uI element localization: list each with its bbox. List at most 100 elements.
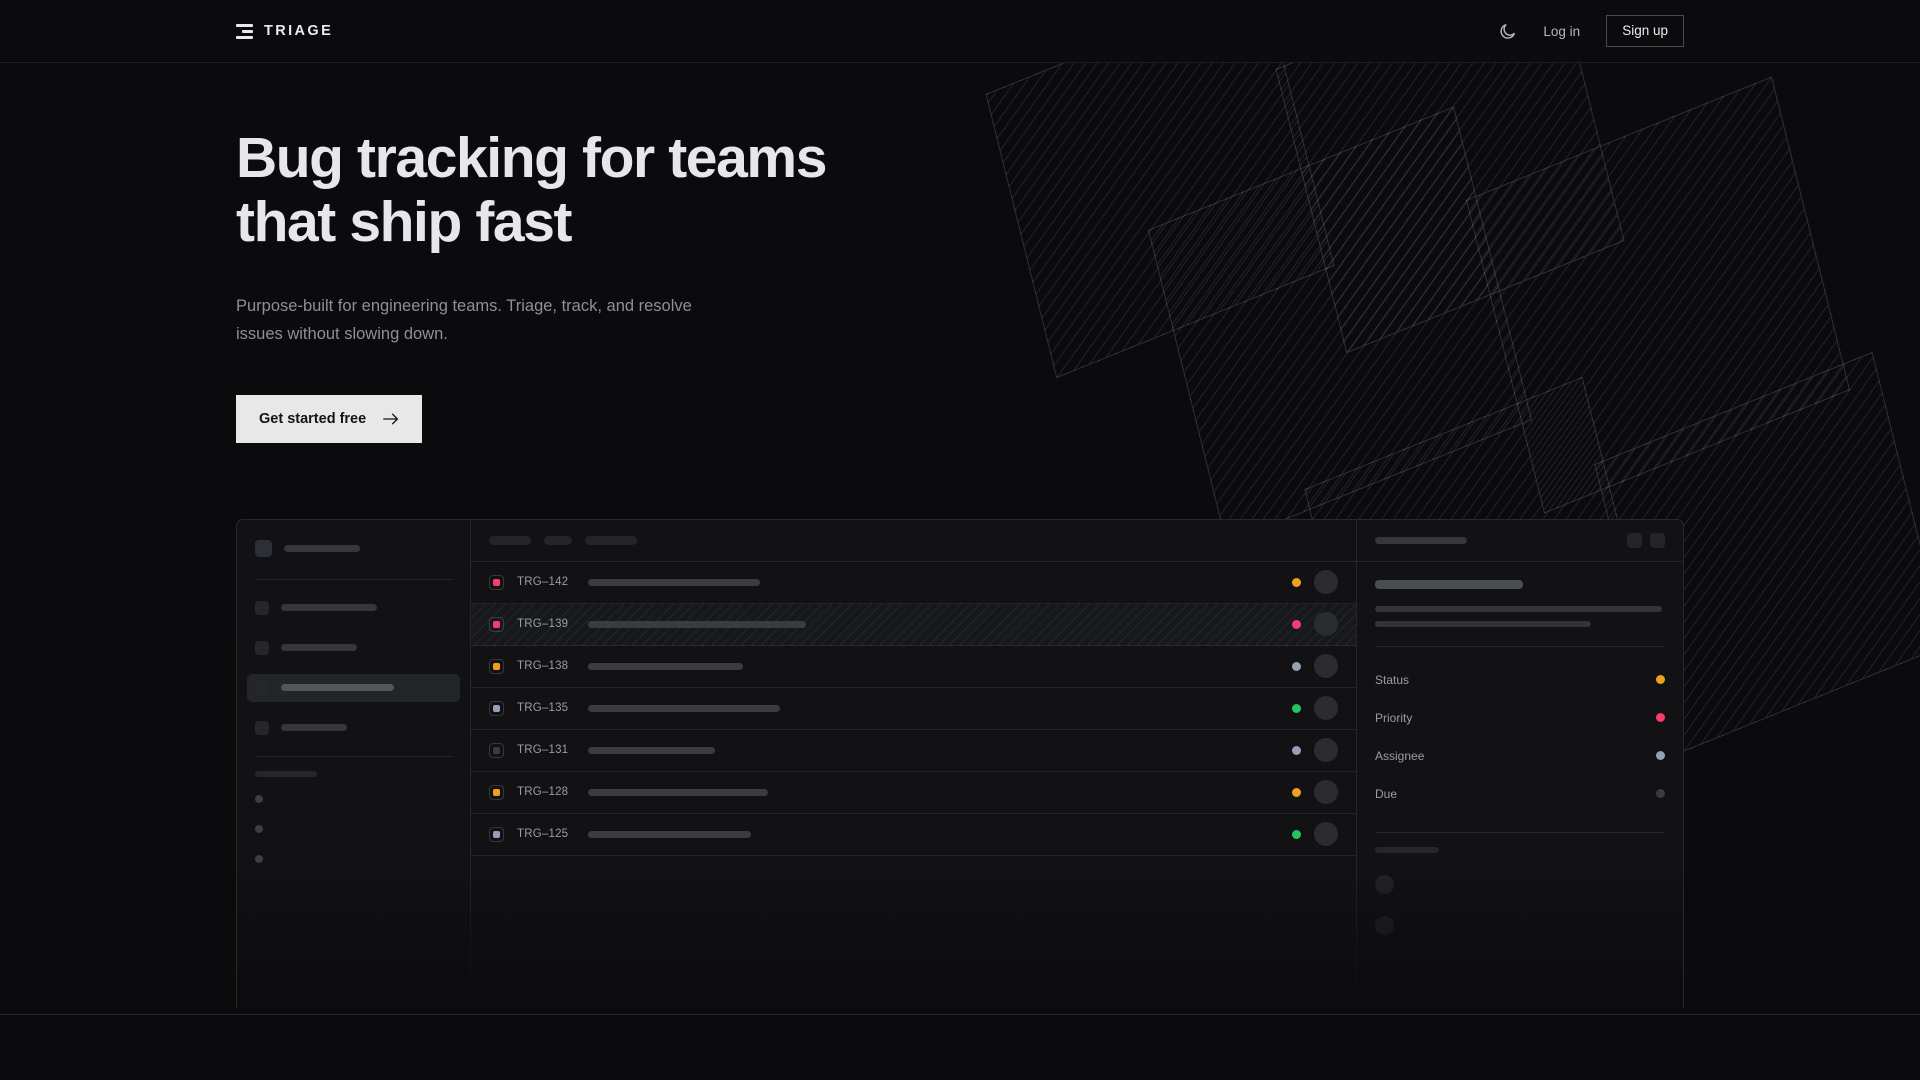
status-dot-icon bbox=[1292, 577, 1301, 587]
table-row[interactable]: TRG–139 bbox=[471, 603, 1356, 646]
avatar bbox=[1375, 874, 1394, 894]
status-dot-icon bbox=[1292, 745, 1301, 755]
get-started-button[interactable]: Get started free bbox=[236, 394, 423, 443]
detail-header-actions bbox=[1627, 532, 1665, 548]
section-divider bbox=[0, 1014, 1920, 1015]
table-row[interactable]: TRG–125 bbox=[471, 814, 1356, 856]
mock-sidebar-nav bbox=[247, 594, 460, 742]
hero-title-line-2: that ship fast bbox=[236, 190, 572, 255]
table-row[interactable]: TRG–135 bbox=[471, 688, 1356, 730]
issue-id: TRG–142 bbox=[517, 576, 569, 589]
avatar[interactable] bbox=[1314, 654, 1338, 679]
detail-meta-status[interactable]: Status bbox=[1375, 661, 1665, 699]
signup-button[interactable]: Sign up bbox=[1606, 15, 1684, 47]
sidebar-item-nav-item-4[interactable] bbox=[247, 714, 460, 742]
mock-workspace-switcher[interactable] bbox=[255, 539, 452, 557]
avatar[interactable] bbox=[1314, 822, 1338, 847]
avatar[interactable] bbox=[1314, 738, 1338, 763]
issue-row-meta bbox=[1292, 654, 1338, 679]
toolbar-filter-chip[interactable] bbox=[489, 535, 531, 545]
hero-section: Bug tracking for teams that ship fast Pu… bbox=[0, 126, 1920, 443]
page-title: Bug tracking for teams that ship fast bbox=[236, 126, 956, 255]
toolbar-filter-chip[interactable] bbox=[585, 535, 637, 545]
detail-meta-due[interactable]: Due bbox=[1375, 775, 1665, 813]
detail-meta-label: Due bbox=[1375, 786, 1398, 801]
project-item[interactable] bbox=[255, 824, 452, 833]
issue-title-skeleton bbox=[588, 830, 751, 838]
detail-activity-label-skeleton bbox=[1375, 846, 1439, 853]
avatar[interactable] bbox=[1314, 696, 1338, 721]
sidebar-section-label-skeleton bbox=[255, 770, 317, 777]
detail-issue-title-skeleton bbox=[1375, 579, 1523, 589]
sidebar-item-label-skeleton bbox=[281, 604, 377, 612]
detail-action-1-button[interactable] bbox=[1627, 532, 1642, 548]
issue-title-skeleton bbox=[588, 662, 743, 670]
detail-meta-value-dot-icon bbox=[1656, 789, 1665, 799]
mock-sidebar bbox=[237, 519, 471, 1008]
issue-row-meta bbox=[1292, 822, 1338, 847]
table-row[interactable]: TRG–138 bbox=[471, 646, 1356, 688]
avatar[interactable] bbox=[1314, 780, 1338, 805]
detail-description-skeleton bbox=[1375, 605, 1665, 627]
detail-meta-value-dot-icon bbox=[1656, 751, 1665, 761]
issue-row-meta bbox=[1292, 696, 1338, 721]
workspace-avatar-icon bbox=[255, 539, 272, 557]
project-dot-icon bbox=[255, 854, 263, 863]
issue-id: TRG–138 bbox=[517, 660, 569, 673]
sidebar-item-nav-item-1[interactable] bbox=[247, 594, 460, 622]
table-row[interactable]: TRG–131 bbox=[471, 730, 1356, 772]
detail-meta-priority[interactable]: Priority bbox=[1375, 699, 1665, 737]
issue-row-meta bbox=[1292, 570, 1338, 595]
issue-title-skeleton bbox=[588, 578, 760, 586]
detail-meta-label: Assignee bbox=[1375, 748, 1425, 763]
issue-title-skeleton bbox=[588, 746, 715, 754]
priority-badge-icon bbox=[489, 700, 504, 716]
issue-title-skeleton bbox=[588, 788, 768, 796]
status-dot-icon bbox=[1292, 703, 1301, 713]
issue-id: TRG–128 bbox=[517, 786, 569, 799]
sidebar-item-nav-item-2[interactable] bbox=[247, 634, 460, 662]
avatar[interactable] bbox=[1314, 570, 1338, 595]
issue-row-meta bbox=[1292, 612, 1338, 637]
sidebar-item-label-skeleton bbox=[281, 684, 394, 692]
status-dot-icon bbox=[1292, 787, 1301, 797]
detail-meta-value-dot-icon bbox=[1656, 675, 1665, 685]
detail-meta-assignee[interactable]: Assignee bbox=[1375, 737, 1665, 775]
detail-divider bbox=[1375, 831, 1665, 833]
sidebar-item-nav-item-3[interactable] bbox=[247, 673, 460, 702]
issue-row-meta bbox=[1292, 780, 1338, 805]
brand-logo[interactable]: TRIAGE bbox=[236, 23, 333, 39]
priority-badge-icon bbox=[489, 658, 504, 674]
sidebar-item-icon bbox=[255, 600, 269, 615]
moon-icon[interactable] bbox=[1498, 22, 1517, 41]
status-dot-icon bbox=[1292, 829, 1301, 839]
priority-badge-icon bbox=[489, 784, 504, 800]
project-item[interactable] bbox=[255, 854, 452, 863]
login-link[interactable]: Log in bbox=[1543, 23, 1581, 39]
priority-badge-icon bbox=[489, 616, 504, 632]
detail-divider bbox=[1375, 645, 1665, 647]
sidebar-item-icon bbox=[255, 720, 269, 735]
navbar-actions: Log in Sign up bbox=[1498, 15, 1684, 47]
list-item bbox=[1375, 874, 1665, 894]
detail-comment-list bbox=[1375, 874, 1665, 935]
brand-name: TRIAGE bbox=[264, 23, 334, 39]
detail-action-2-button[interactable] bbox=[1650, 532, 1665, 548]
table-row[interactable]: TRG–128 bbox=[471, 772, 1356, 814]
issue-id: TRG–125 bbox=[517, 828, 569, 841]
avatar[interactable] bbox=[1314, 612, 1338, 637]
issue-title-skeleton bbox=[588, 704, 780, 712]
top-navbar: TRIAGE Log in Sign up bbox=[0, 0, 1920, 63]
toolbar-filter-chip[interactable] bbox=[544, 535, 572, 545]
hero-subtitle: Purpose-built for engineering teams. Tri… bbox=[236, 296, 692, 344]
table-row[interactable]: TRG–142 bbox=[471, 562, 1356, 604]
detail-meta-value-dot-icon bbox=[1656, 713, 1665, 723]
detail-title-skeleton bbox=[1375, 536, 1467, 544]
project-item[interactable] bbox=[255, 794, 452, 803]
avatar bbox=[1375, 915, 1394, 935]
issue-row-meta bbox=[1292, 738, 1338, 763]
